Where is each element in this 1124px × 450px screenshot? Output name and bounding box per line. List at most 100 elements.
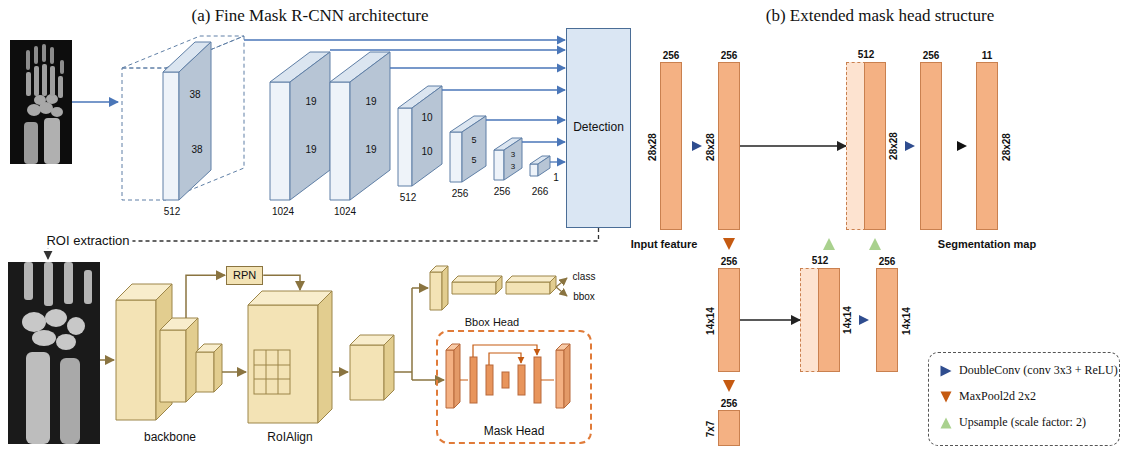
roi-grid-line <box>254 365 290 366</box>
skip-connection <box>740 319 800 321</box>
bbox-fc-top <box>452 276 502 282</box>
branch-line <box>394 371 412 373</box>
doubleconv-symbol <box>905 141 915 151</box>
roi-grid-line <box>254 379 290 380</box>
feature-arrow <box>244 39 565 40</box>
mask-block-front <box>446 350 454 408</box>
legend-text: MaxPool2d 2x2 <box>959 389 1036 404</box>
spatial-size: 14x14 <box>842 306 854 334</box>
upsample-symbol <box>823 238 835 250</box>
bone <box>44 118 60 164</box>
mask-skip <box>489 353 521 365</box>
label: RoIAlign <box>267 431 312 445</box>
label: 512 <box>164 206 181 218</box>
feature-map-front <box>330 82 350 200</box>
roialign-block-side <box>318 291 332 423</box>
roi-grid-line <box>266 350 267 394</box>
bbox-fc-front <box>506 282 550 294</box>
feature-arrow <box>522 141 565 142</box>
node-label: Mask Head <box>484 425 545 439</box>
mask-block-front <box>556 350 564 408</box>
metacarpal <box>26 72 31 96</box>
node-label: Detection <box>573 121 624 135</box>
input-arrow <box>72 101 118 103</box>
label: 512 <box>400 192 417 204</box>
spatial-size: 7x7 <box>705 421 717 438</box>
label: 38 <box>189 89 200 101</box>
finger-bone <box>42 44 46 62</box>
carpal-bone <box>22 312 46 332</box>
carpal-bone <box>67 317 85 335</box>
label: 10 <box>421 146 432 158</box>
branch-line <box>411 288 413 380</box>
mask-block-side <box>564 344 570 408</box>
spatial-size: 14x14 <box>901 307 913 335</box>
carpal-bone <box>45 309 67 327</box>
bbox-fc-top <box>506 276 556 282</box>
finger-bone <box>26 50 30 70</box>
label: 19 <box>365 144 376 156</box>
feature-map-front <box>450 132 462 182</box>
feature-map-bar: 2567x7 <box>718 410 740 446</box>
carpal-bone <box>32 330 56 346</box>
feature-map-dashed-front <box>122 68 166 200</box>
bbox-fc-side <box>496 276 502 294</box>
mask-bar <box>470 357 477 403</box>
label: 19 <box>305 144 316 156</box>
legend-text: DoubleConv (conv 3x3 + ReLU) <box>959 363 1118 378</box>
skip-connection <box>740 145 846 147</box>
label: 1 <box>553 172 559 184</box>
carpal-bone <box>51 107 63 117</box>
rpn-input <box>186 275 225 318</box>
node-label: RPN <box>233 269 256 282</box>
label: 256 <box>452 188 469 200</box>
metacarpal <box>24 262 33 300</box>
legend-triangle <box>941 365 952 376</box>
finger-bone <box>50 47 54 64</box>
roi-grid-line <box>278 350 279 394</box>
flow-arrow <box>222 371 246 373</box>
feature-map-side <box>504 138 522 180</box>
concat-feature-map: 51228x28 <box>846 62 886 230</box>
maxpool-symbol <box>723 238 735 250</box>
spatial-size: 28x28 <box>705 133 717 161</box>
label: Segmentation map <box>938 238 1036 251</box>
bone <box>24 122 38 164</box>
conv-part <box>864 62 886 230</box>
finger-bone <box>60 60 64 74</box>
detection-box: Detection <box>566 28 631 228</box>
feature-map-front <box>163 72 179 200</box>
label: backbone <box>144 431 196 445</box>
channel-count: 256 <box>721 50 738 62</box>
feature-map-front <box>398 108 412 186</box>
channel-count: 512 <box>858 49 875 61</box>
skip-part <box>800 268 820 372</box>
mask-flow <box>541 380 554 381</box>
metacarpal <box>34 66 39 96</box>
label: 1024 <box>272 206 294 218</box>
label: 1024 <box>334 206 356 218</box>
metacarpal <box>44 262 53 306</box>
legend-symbol <box>939 364 953 378</box>
label: 266 <box>532 186 549 198</box>
output-arrow <box>556 278 567 287</box>
legend-triangle <box>941 391 952 402</box>
mask-bar <box>502 372 509 388</box>
panel-title: (b) Extended mask head structure <box>766 6 994 26</box>
metacarpal <box>84 270 92 304</box>
label: ROI extraction <box>43 234 132 249</box>
xray-crop <box>8 262 100 444</box>
legend-row: MaxPool2d 2x2 <box>939 389 1036 404</box>
output-arrow <box>556 287 567 296</box>
feature-map-side <box>179 42 211 200</box>
roi-feature-side <box>384 335 394 400</box>
feature-map-front <box>530 164 538 176</box>
conv-part <box>818 268 840 372</box>
roialign-block-front <box>248 305 318 423</box>
channel-count: 512 <box>812 255 829 267</box>
bbox-fc-side <box>550 276 556 294</box>
mask-block-side <box>454 344 460 408</box>
doubleconv-symbol <box>859 315 869 325</box>
carpal-bone <box>56 334 76 350</box>
